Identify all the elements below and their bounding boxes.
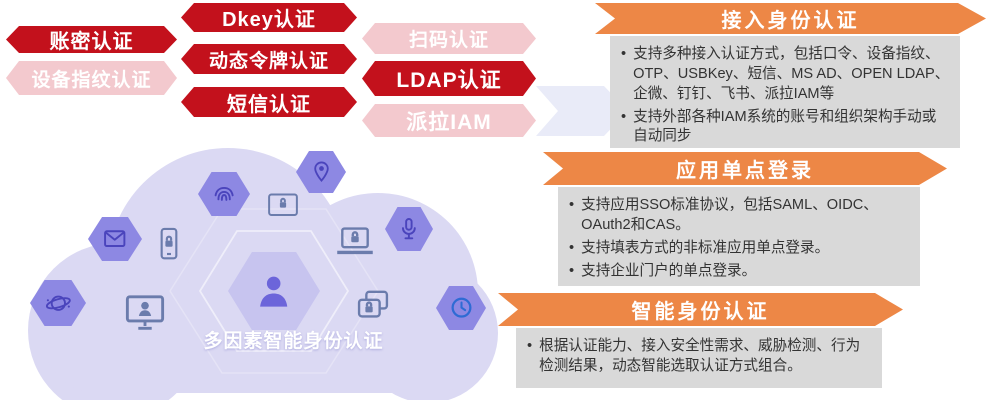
bullet-item: 支持填表方式的非标准应用单点登录。 bbox=[566, 239, 910, 259]
cloud-caption: 多因素智能身份认证 bbox=[203, 331, 384, 352]
section-panel-smart-auth: 根据认证能力、接入安全性需求、威胁检测、行为检测结果，动态智能选取认证方式组合。 bbox=[516, 328, 882, 388]
section-panel-access-auth: 支持多种接入认证方式，包括口令、设备指纹、OTP、USBKey、短信、MS AD… bbox=[610, 36, 960, 148]
badge-label: 账密认证 bbox=[49, 31, 134, 53]
cloud-illustration: 多因素智能身份认证 bbox=[28, 148, 498, 400]
bullet-item: 支持企业门户的单点登录。 bbox=[566, 262, 910, 282]
section-banner-smart-auth: 智能身份认证 bbox=[498, 293, 903, 326]
badge-label: 动态令牌认证 bbox=[208, 50, 329, 72]
badge-label: 派拉IAM bbox=[406, 110, 492, 134]
badge-ldap-auth: LDAP认证 bbox=[362, 61, 536, 96]
badge-label: Dkey认证 bbox=[222, 9, 316, 31]
badge-paraview-iam: 派拉IAM bbox=[362, 104, 536, 137]
badge-password-auth: 账密认证 bbox=[6, 26, 177, 53]
section-title: 接入身份认证 bbox=[721, 10, 860, 32]
photo-stack-lock-icon bbox=[354, 289, 392, 323]
section-banner-access-auth: 接入身份认证 bbox=[595, 3, 986, 34]
badge-sms-auth: 短信认证 bbox=[181, 87, 357, 117]
bullet-item: 支持应用SSO标准协议，包括SAML、OIDC、OAuth2和CAS。 bbox=[566, 196, 910, 236]
section-panel-app-sso: 支持应用SSO标准协议，包括SAML、OIDC、OAuth2和CAS。 支持填表… bbox=[558, 187, 920, 286]
badge-label: LDAP认证 bbox=[396, 68, 502, 92]
badge-device-fingerprint-auth: 设备指纹认证 bbox=[6, 61, 177, 95]
badge-label: 设备指纹认证 bbox=[31, 69, 152, 91]
badge-otp-token-auth: 动态令牌认证 bbox=[181, 44, 357, 74]
badge-label: 短信认证 bbox=[227, 93, 311, 116]
phone-lock-icon bbox=[153, 226, 185, 264]
bullet-item: 根据认证能力、接入安全性需求、威胁检测、行为检测结果，动态智能选取认证方式组合。 bbox=[524, 337, 872, 377]
tablet-lock-icon bbox=[266, 192, 300, 220]
badge-dkey-auth: Dkey认证 bbox=[181, 3, 357, 32]
section-banner-app-sso: 应用单点登录 bbox=[543, 152, 947, 185]
bullet-item: 支持外部各种IAM系统的账号和组织架构手动或自动同步 bbox=[618, 108, 950, 148]
monitor-user-icon bbox=[122, 293, 168, 333]
section-title: 应用单点登录 bbox=[676, 160, 814, 182]
badge-label: 扫码认证 bbox=[408, 30, 489, 51]
laptop-lock-icon bbox=[333, 226, 377, 258]
bullet-item: 支持多种接入认证方式，包括口令、设备指纹、OTP、USBKey、短信、MS AD… bbox=[618, 45, 950, 105]
badge-qrcode-auth: 扫码认证 bbox=[362, 23, 536, 54]
section-title: 智能身份认证 bbox=[631, 301, 770, 323]
